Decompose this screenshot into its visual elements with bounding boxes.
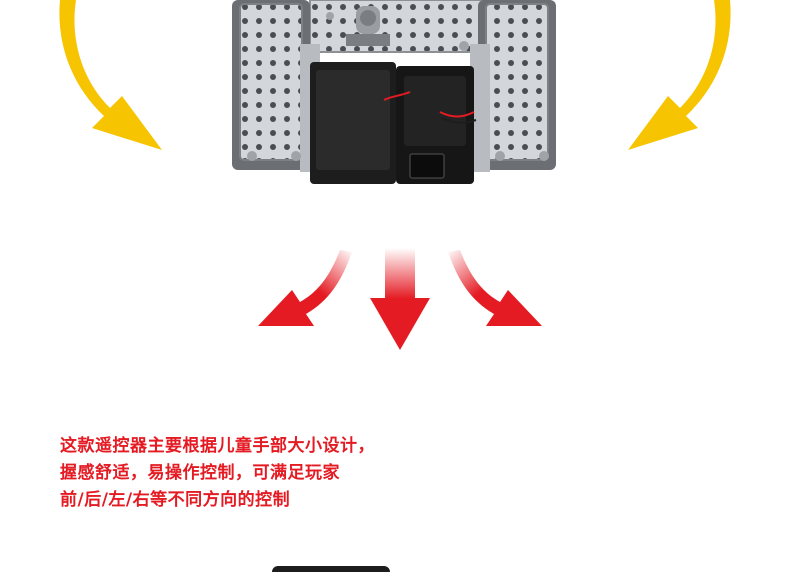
remote-control-top-image [272, 566, 390, 572]
red-direction-arrow-down-icon [370, 248, 430, 350]
robot-chassis-image [232, 0, 556, 184]
red-direction-arrow-left-icon [258, 250, 352, 326]
curved-yellow-arrow-right-icon [628, 0, 731, 150]
description-line-3: 前/后/左/右等不同方向的控制 [60, 490, 291, 510]
description-line-2: 握感舒适，易操作控制，可满足玩家 [60, 463, 340, 483]
curved-yellow-arrow-left-icon [59, 0, 163, 150]
red-direction-arrow-right-icon [448, 250, 542, 326]
description-line-1: 这款遥控器主要根据儿童手部大小设计， [60, 436, 375, 456]
product-description: 这款遥控器主要根据儿童手部大小设计， 握感舒适，易操作控制，可满足玩家 前/后/… [60, 433, 375, 514]
